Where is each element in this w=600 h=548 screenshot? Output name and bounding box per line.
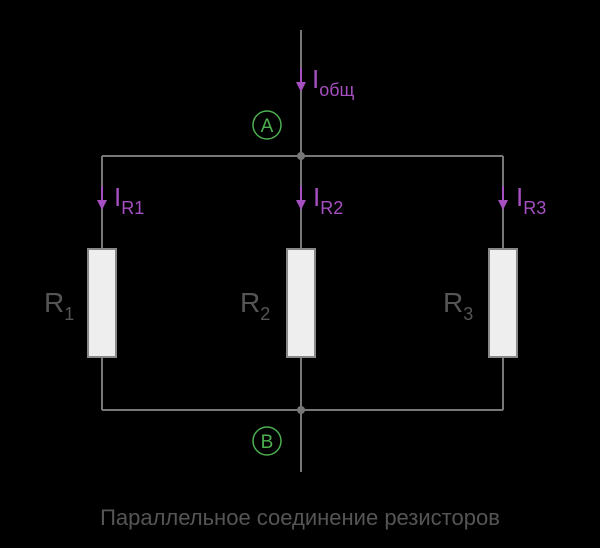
resistor-r2 [286, 248, 316, 358]
arrow-r2-icon [296, 186, 306, 210]
resistor-r1-label: R1 [44, 287, 74, 324]
resistor-r3-label: R3 [443, 287, 473, 324]
diagram-caption: Параллельное соединение резисторов [100, 505, 500, 530]
resistor-r3 [488, 248, 518, 358]
junction-a-dot [297, 152, 305, 160]
resistor-r2-label: R2 [240, 287, 270, 324]
node-b-label: B [261, 432, 274, 453]
node-b: B [252, 426, 282, 456]
node-a: A [252, 110, 282, 140]
junction-b-dot [297, 406, 305, 414]
node-a-label: A [261, 116, 274, 137]
current-r1-label: IR1 [114, 182, 144, 218]
current-r2-label: IR2 [313, 182, 343, 218]
current-total-label: Iобщ [312, 64, 355, 100]
current-r3-label: IR3 [516, 182, 546, 218]
arrow-total-icon [296, 68, 306, 92]
arrow-r3-icon [498, 186, 508, 210]
arrow-r1-icon [97, 186, 107, 210]
resistor-r1 [87, 248, 117, 358]
